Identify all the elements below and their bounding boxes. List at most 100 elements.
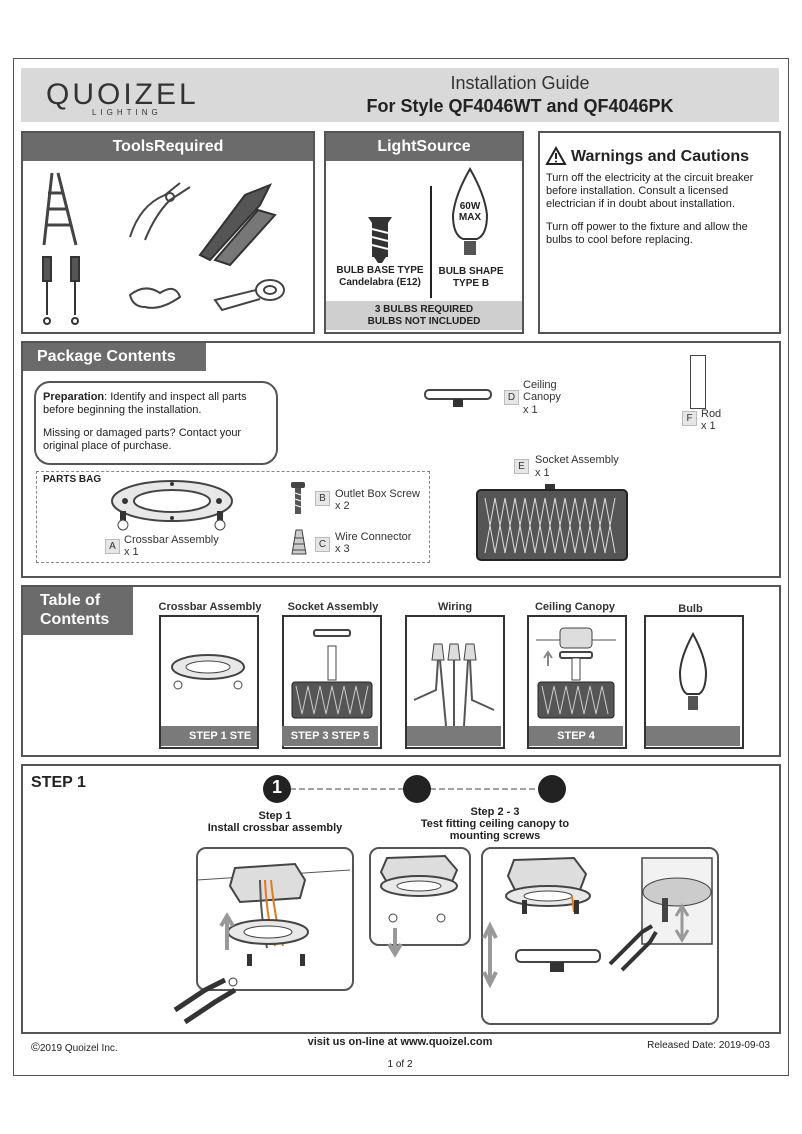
step2-illustration bbox=[379, 854, 459, 958]
page-frame bbox=[13, 58, 789, 1076]
step1-label: Step 1 bbox=[258, 810, 292, 822]
copyright: ©2019 Quoizel Inc. bbox=[31, 1040, 118, 1054]
toc-step-label-5: STEP 5 bbox=[331, 730, 370, 742]
part-letter-a: A bbox=[105, 539, 120, 554]
rod-image bbox=[690, 355, 706, 409]
preparation-label: Preparation bbox=[43, 391, 105, 403]
toc-step-overflow: STE bbox=[229, 730, 252, 742]
warning-triangle-icon bbox=[545, 145, 567, 165]
light-source-divider bbox=[430, 186, 432, 298]
part-name-d-line1: Ceiling bbox=[523, 379, 557, 391]
step23-desc-line1: Test fitting ceiling canopy to bbox=[420, 818, 570, 830]
package-heading: Package Contents bbox=[23, 343, 206, 371]
step23-label: Step 2 - 3 bbox=[470, 806, 520, 818]
part-name-f: Rod bbox=[701, 408, 722, 420]
brand-logo-sub: LIGHTING bbox=[92, 108, 162, 117]
toc-step-crossbar: STEP 1 STE bbox=[161, 726, 257, 746]
bulb-shape-label: BULB SHAPE bbox=[438, 266, 504, 277]
page-subtitle: For Style QF4046WT and QF4046PK bbox=[366, 96, 674, 116]
ladder-icon bbox=[42, 172, 78, 246]
parts-bag-area bbox=[36, 471, 430, 563]
preparation-text: Preparation: Identify and inspect all pa… bbox=[43, 391, 273, 417]
website-link[interactable]: visit us on-line at www.quoizel.com bbox=[307, 1036, 493, 1048]
toc-crossbar-image bbox=[171, 654, 245, 690]
safety-glasses-icon bbox=[128, 287, 182, 309]
screwdriver-icon bbox=[42, 256, 80, 325]
toc-step-canopy: STEP 4 bbox=[529, 726, 623, 746]
part-letter-f: F bbox=[682, 411, 697, 426]
bulbs-required: 3 BULBS REQUIRED bbox=[374, 304, 474, 315]
pliers-icon bbox=[129, 182, 191, 241]
missing-parts-text: Missing or damaged parts? Contact your o… bbox=[43, 427, 242, 452]
toc-step-bulb bbox=[646, 726, 740, 746]
part-letter-d: D bbox=[504, 390, 519, 405]
step3-illustration-frame bbox=[481, 847, 719, 1025]
part-letter-b: B bbox=[315, 491, 330, 506]
step1-heading: STEP 1 bbox=[31, 774, 86, 791]
light-source-heading: LightSource bbox=[326, 133, 522, 161]
part-name-d-line2: Canopy bbox=[523, 391, 561, 403]
toc-bulb-image bbox=[678, 631, 708, 710]
bulb-base-label: BULB BASE TYPE bbox=[336, 265, 424, 276]
toc-step-label-1: STEP 1 bbox=[189, 730, 227, 742]
toc-title-canopy: Ceiling Canopy bbox=[534, 601, 616, 613]
wire-connector-image bbox=[291, 529, 307, 555]
step2-illustration-frame bbox=[369, 847, 471, 946]
toc-title-bulb: Bulb bbox=[678, 603, 703, 615]
toc-title-socket: Socket Assembly bbox=[287, 601, 379, 613]
outlet-box-screw-image bbox=[291, 482, 305, 514]
bulbs-not-included: BULBS NOT INCLUDED bbox=[367, 316, 481, 327]
bulbs-required-band bbox=[326, 301, 522, 330]
part-name-b: Outlet Box Screw bbox=[335, 488, 420, 500]
bulb-base-icon bbox=[368, 217, 392, 263]
preparation-callout bbox=[34, 381, 278, 465]
step-node-1-number: 1 bbox=[271, 777, 282, 797]
toc-heading-line2: Contents bbox=[40, 611, 110, 628]
warnings-text-1: Turn off the electricity at the circuit … bbox=[546, 172, 754, 210]
part-letter-e: E bbox=[514, 459, 529, 474]
page-number: 1 of 2 bbox=[387, 1059, 413, 1070]
toc-wiring-image bbox=[413, 643, 495, 727]
ceiling-canopy-image bbox=[424, 389, 492, 407]
part-qty-b: x 2 bbox=[335, 500, 350, 512]
part-qty-e: x 1 bbox=[535, 467, 550, 479]
step3-illustration bbox=[482, 856, 713, 989]
crossbar-assembly-image bbox=[111, 480, 233, 531]
step1-desc: Install crossbar assembly bbox=[207, 822, 343, 834]
wire-stripper-icon bbox=[198, 183, 277, 267]
brand-logo: QUOIZEL bbox=[46, 78, 199, 111]
socket-assembly-image bbox=[476, 484, 628, 561]
part-qty-c: x 3 bbox=[335, 543, 350, 555]
toc-heading: Table of Contents bbox=[23, 587, 133, 635]
part-name-a: Crossbar Assembly bbox=[124, 534, 219, 546]
parts-bag-label: PARTS BAG bbox=[43, 474, 102, 485]
package-panel bbox=[21, 341, 781, 578]
part-qty-a: x 1 bbox=[124, 546, 139, 558]
header-bar bbox=[21, 68, 779, 122]
bulb-base-value: Candelabra (E12) bbox=[339, 277, 421, 288]
tools-illustrations bbox=[42, 172, 285, 325]
warnings-heading: Warnings and Cautions bbox=[571, 148, 750, 165]
part-name-c: Wire Connector bbox=[335, 531, 412, 543]
step1-illustration-frame bbox=[196, 847, 354, 991]
copyright-symbol: © bbox=[31, 1040, 40, 1054]
bulb-shape-value: TYPE B bbox=[452, 278, 490, 289]
toc-socket-image bbox=[291, 629, 373, 719]
warnings-panel bbox=[538, 131, 781, 334]
bulb-max: MAX bbox=[458, 212, 482, 223]
step23-desc-line2: mounting screws bbox=[449, 830, 541, 842]
toc-step-wiring bbox=[407, 726, 501, 746]
toc-title-wiring: Wiring bbox=[437, 601, 473, 613]
toc-canopy-image bbox=[536, 627, 616, 719]
toc-step-label-3: STEP 3 bbox=[290, 730, 329, 742]
page-title: Installation Guide bbox=[450, 73, 590, 93]
electrical-tape-icon bbox=[213, 279, 285, 312]
bulb-wattage: 60W bbox=[459, 201, 481, 212]
release-date: Released Date: 2019-09-03 bbox=[647, 1040, 770, 1051]
preparation-body: : Identify and inspect all parts before … bbox=[43, 391, 247, 416]
toc-step-socket: STEP 3 STEP 5 bbox=[282, 726, 378, 746]
warnings-text-2: Turn off power to the fixture and allow … bbox=[546, 221, 748, 246]
copyright-text: 2019 Quoizel Inc. bbox=[39, 1043, 118, 1054]
part-qty-f: x 1 bbox=[701, 420, 716, 432]
tools-heading: ToolsRequired bbox=[23, 133, 313, 161]
